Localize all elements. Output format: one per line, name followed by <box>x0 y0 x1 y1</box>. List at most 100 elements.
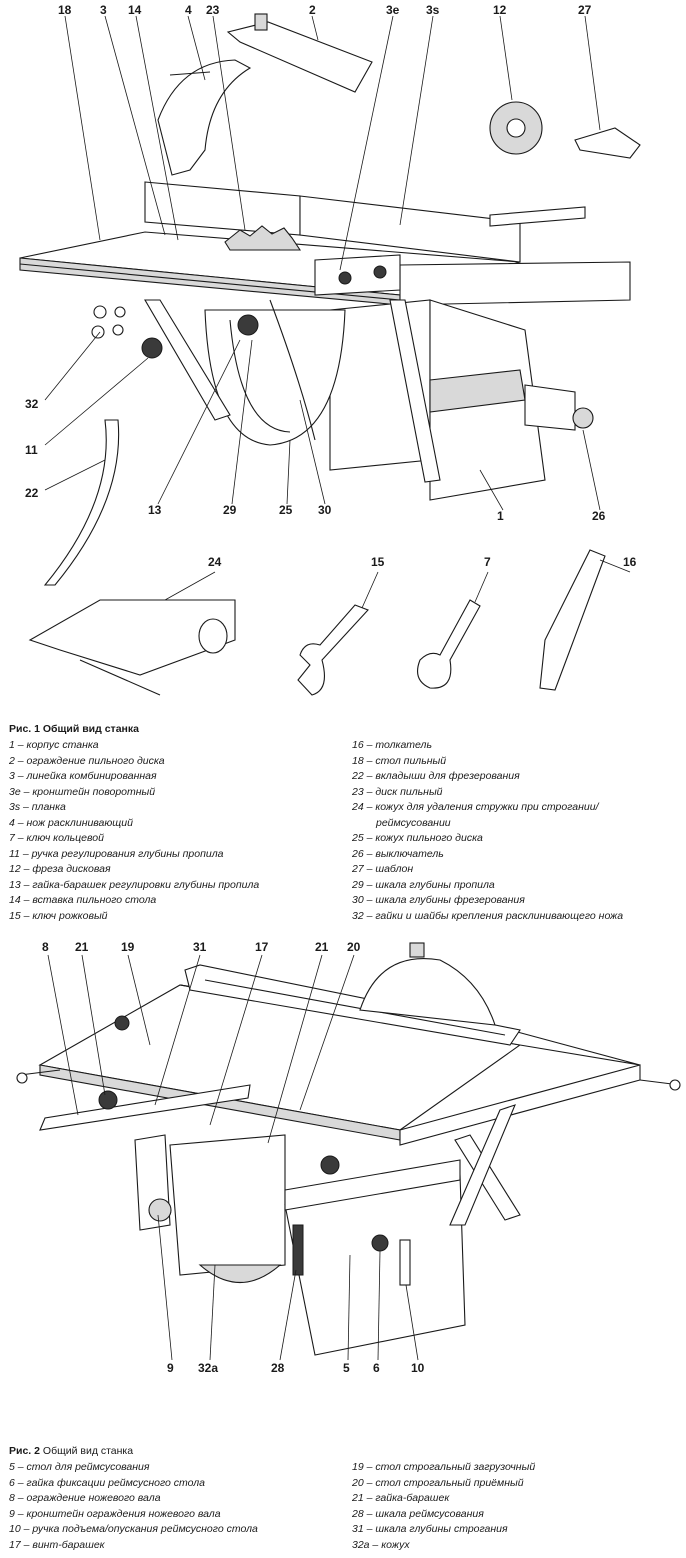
callout-11: 11 <box>25 443 38 457</box>
figure-2-legend-left: 5 – стол для реймсусования 6 – гайка фик… <box>9 1460 258 1553</box>
open-end-wrench <box>297 604 369 696</box>
figure-1-legend-left: 1 – корпус станка 2 – ограждение пильног… <box>9 738 259 924</box>
legend-item: 8 – ограждение ножевого вала <box>9 1492 161 1504</box>
callout-13: 13 <box>148 503 162 517</box>
callout-8: 8 <box>42 940 49 954</box>
legend-item: реймсусовании <box>376 816 451 829</box>
table-leg <box>144 299 231 421</box>
callout-27: 27 <box>578 3 592 17</box>
legend-item: 3е – кронштейн поворотный <box>9 785 156 798</box>
callout-18: 18 <box>58 3 72 17</box>
saw-blade <box>224 225 302 251</box>
template-rail <box>489 206 586 227</box>
figure-1-illustration: 18 3 14 4 23 2 3е 3s 12 27 32 11 22 13 2… <box>0 0 686 715</box>
riving-knife <box>157 59 252 176</box>
legend-item: 12 – фреза дисковая <box>9 863 111 875</box>
legend-item: 26 – выключатель <box>352 847 444 860</box>
legend-item: 1 – корпус станка <box>9 739 99 751</box>
callout-6: 6 <box>373 1361 380 1375</box>
figure-2-legend-right: 19 – стол строгальный загрузочный 20 – с… <box>352 1460 535 1553</box>
figure-2-title-bold: Рис. 2 <box>9 1445 40 1457</box>
callout-17: 17 <box>255 940 269 954</box>
callout-31: 31 <box>193 940 207 954</box>
legend-item: 28 – шкала реймсусования <box>352 1507 484 1520</box>
figure-2-title-text: Общий вид станка <box>39 1445 134 1457</box>
legend-item: 2 – ограждение пильного диска <box>9 754 165 767</box>
callout-3s: 3s <box>426 3 440 17</box>
legend-item: 17 – винт-барашек <box>9 1538 105 1551</box>
legend-item: 5 – стол для реймсусования <box>9 1461 150 1473</box>
legend-item: 10 – ручка подъема/опускания реймсусного… <box>9 1523 258 1535</box>
power-switch <box>524 384 576 431</box>
side-extension <box>399 261 631 306</box>
callout-32: 32 <box>25 397 39 411</box>
legend-item: 15 – ключ рожковый <box>9 909 108 922</box>
legend-item: 11 – ручка регулирования глубины пропила <box>9 847 224 860</box>
cutterhead-guard <box>39 1084 251 1131</box>
legend-item: 7 – ключ кольцевой <box>9 832 104 844</box>
fence-bar <box>299 195 521 263</box>
legend-item: 22 – вкладыши для фрезерования <box>352 770 520 782</box>
callout-25: 25 <box>279 503 293 517</box>
blade-housing <box>204 309 346 446</box>
callout-28: 28 <box>271 1361 285 1375</box>
frame-leg <box>454 1134 521 1221</box>
callout-3: 3 <box>100 3 107 17</box>
legend-item: 19 – стол строгальный загрузочный <box>352 1461 536 1473</box>
legend-item: 29 – шкала глубины пропила <box>352 878 495 891</box>
callout-30: 30 <box>318 503 332 517</box>
legend-item: 24 – кожух для удаления стружки при стро… <box>352 801 599 813</box>
callout-26: 26 <box>592 509 606 523</box>
pusher <box>539 549 606 691</box>
callout-14: 14 <box>128 3 142 17</box>
callout-21a: 21 <box>75 940 89 954</box>
callout-23: 23 <box>206 3 220 17</box>
callout-3e: 3е <box>386 3 400 17</box>
callout-2: 2 <box>309 3 316 17</box>
legend-item: 23 – диск пильный <box>352 785 443 798</box>
machine-drawing-fig2: 8 21 19 31 17 21 20 9 32а 28 5 6 10 <box>16 940 681 1375</box>
figure-2-title: Рис. 2 Общий вид станка <box>9 1444 133 1460</box>
swivel-bracket <box>314 254 401 296</box>
callout-21b: 21 <box>315 940 329 954</box>
callout-16: 16 <box>623 555 637 569</box>
body-cover <box>169 1134 286 1276</box>
callout-5: 5 <box>343 1361 350 1375</box>
template <box>574 127 641 159</box>
legend-item: 13 – гайка-барашек регулировки глубины п… <box>9 878 260 891</box>
legend-item: 9 – кронштейн ограждения ножевого вала <box>9 1507 221 1520</box>
callout-22: 22 <box>25 486 39 500</box>
legend-item: 4 – нож расклинивающий <box>9 816 133 829</box>
top-fence <box>184 964 521 1046</box>
callout-20: 20 <box>347 940 361 954</box>
legend-item: 30 – шкала глубины фрезерования <box>352 894 525 906</box>
callout-1: 1 <box>497 509 504 523</box>
table-leg-right <box>389 299 441 483</box>
table-lock-nut <box>371 1234 389 1252</box>
wing-nut-left <box>98 1090 118 1110</box>
machine-drawing-fig1: 18 3 14 4 23 2 3е 3s 12 27 32 11 22 13 2… <box>19 3 641 696</box>
callout-12: 12 <box>493 3 507 17</box>
callout-32a: 32а <box>198 1361 218 1375</box>
legend-item: 16 – толкатель <box>352 739 432 751</box>
legend-item: 21 – гайка-барашек <box>352 1492 450 1504</box>
thicknessing-scale <box>292 1224 304 1276</box>
figure-2-illustration: 8 21 19 31 17 21 20 9 32а 28 5 6 10 <box>0 935 686 1435</box>
depth-wing-nut <box>237 314 259 336</box>
callout-19: 19 <box>121 940 135 954</box>
blade-guard <box>359 958 496 1026</box>
ring-wrench <box>417 599 481 689</box>
callout-15: 15 <box>371 555 385 569</box>
saw-guard <box>226 21 373 93</box>
legend-item: 20 – стол строгальный приёмный <box>352 1476 524 1489</box>
legend-item: 3 – линейка комбинированная <box>9 770 157 782</box>
depth-handle <box>141 337 163 359</box>
callout-24: 24 <box>208 555 222 569</box>
milling-inserts <box>43 419 120 586</box>
figure-1-legend-right: 16 – толкатель 18 – стол пильный 22 – вк… <box>352 738 623 924</box>
legend-item: 3s – планка <box>9 801 66 813</box>
legend-item: 6 – гайка фиксации реймсусного стола <box>9 1476 206 1489</box>
legend-item: 32а – кожух <box>352 1538 410 1551</box>
lift-handle <box>399 1239 411 1286</box>
callout-7: 7 <box>484 555 491 569</box>
